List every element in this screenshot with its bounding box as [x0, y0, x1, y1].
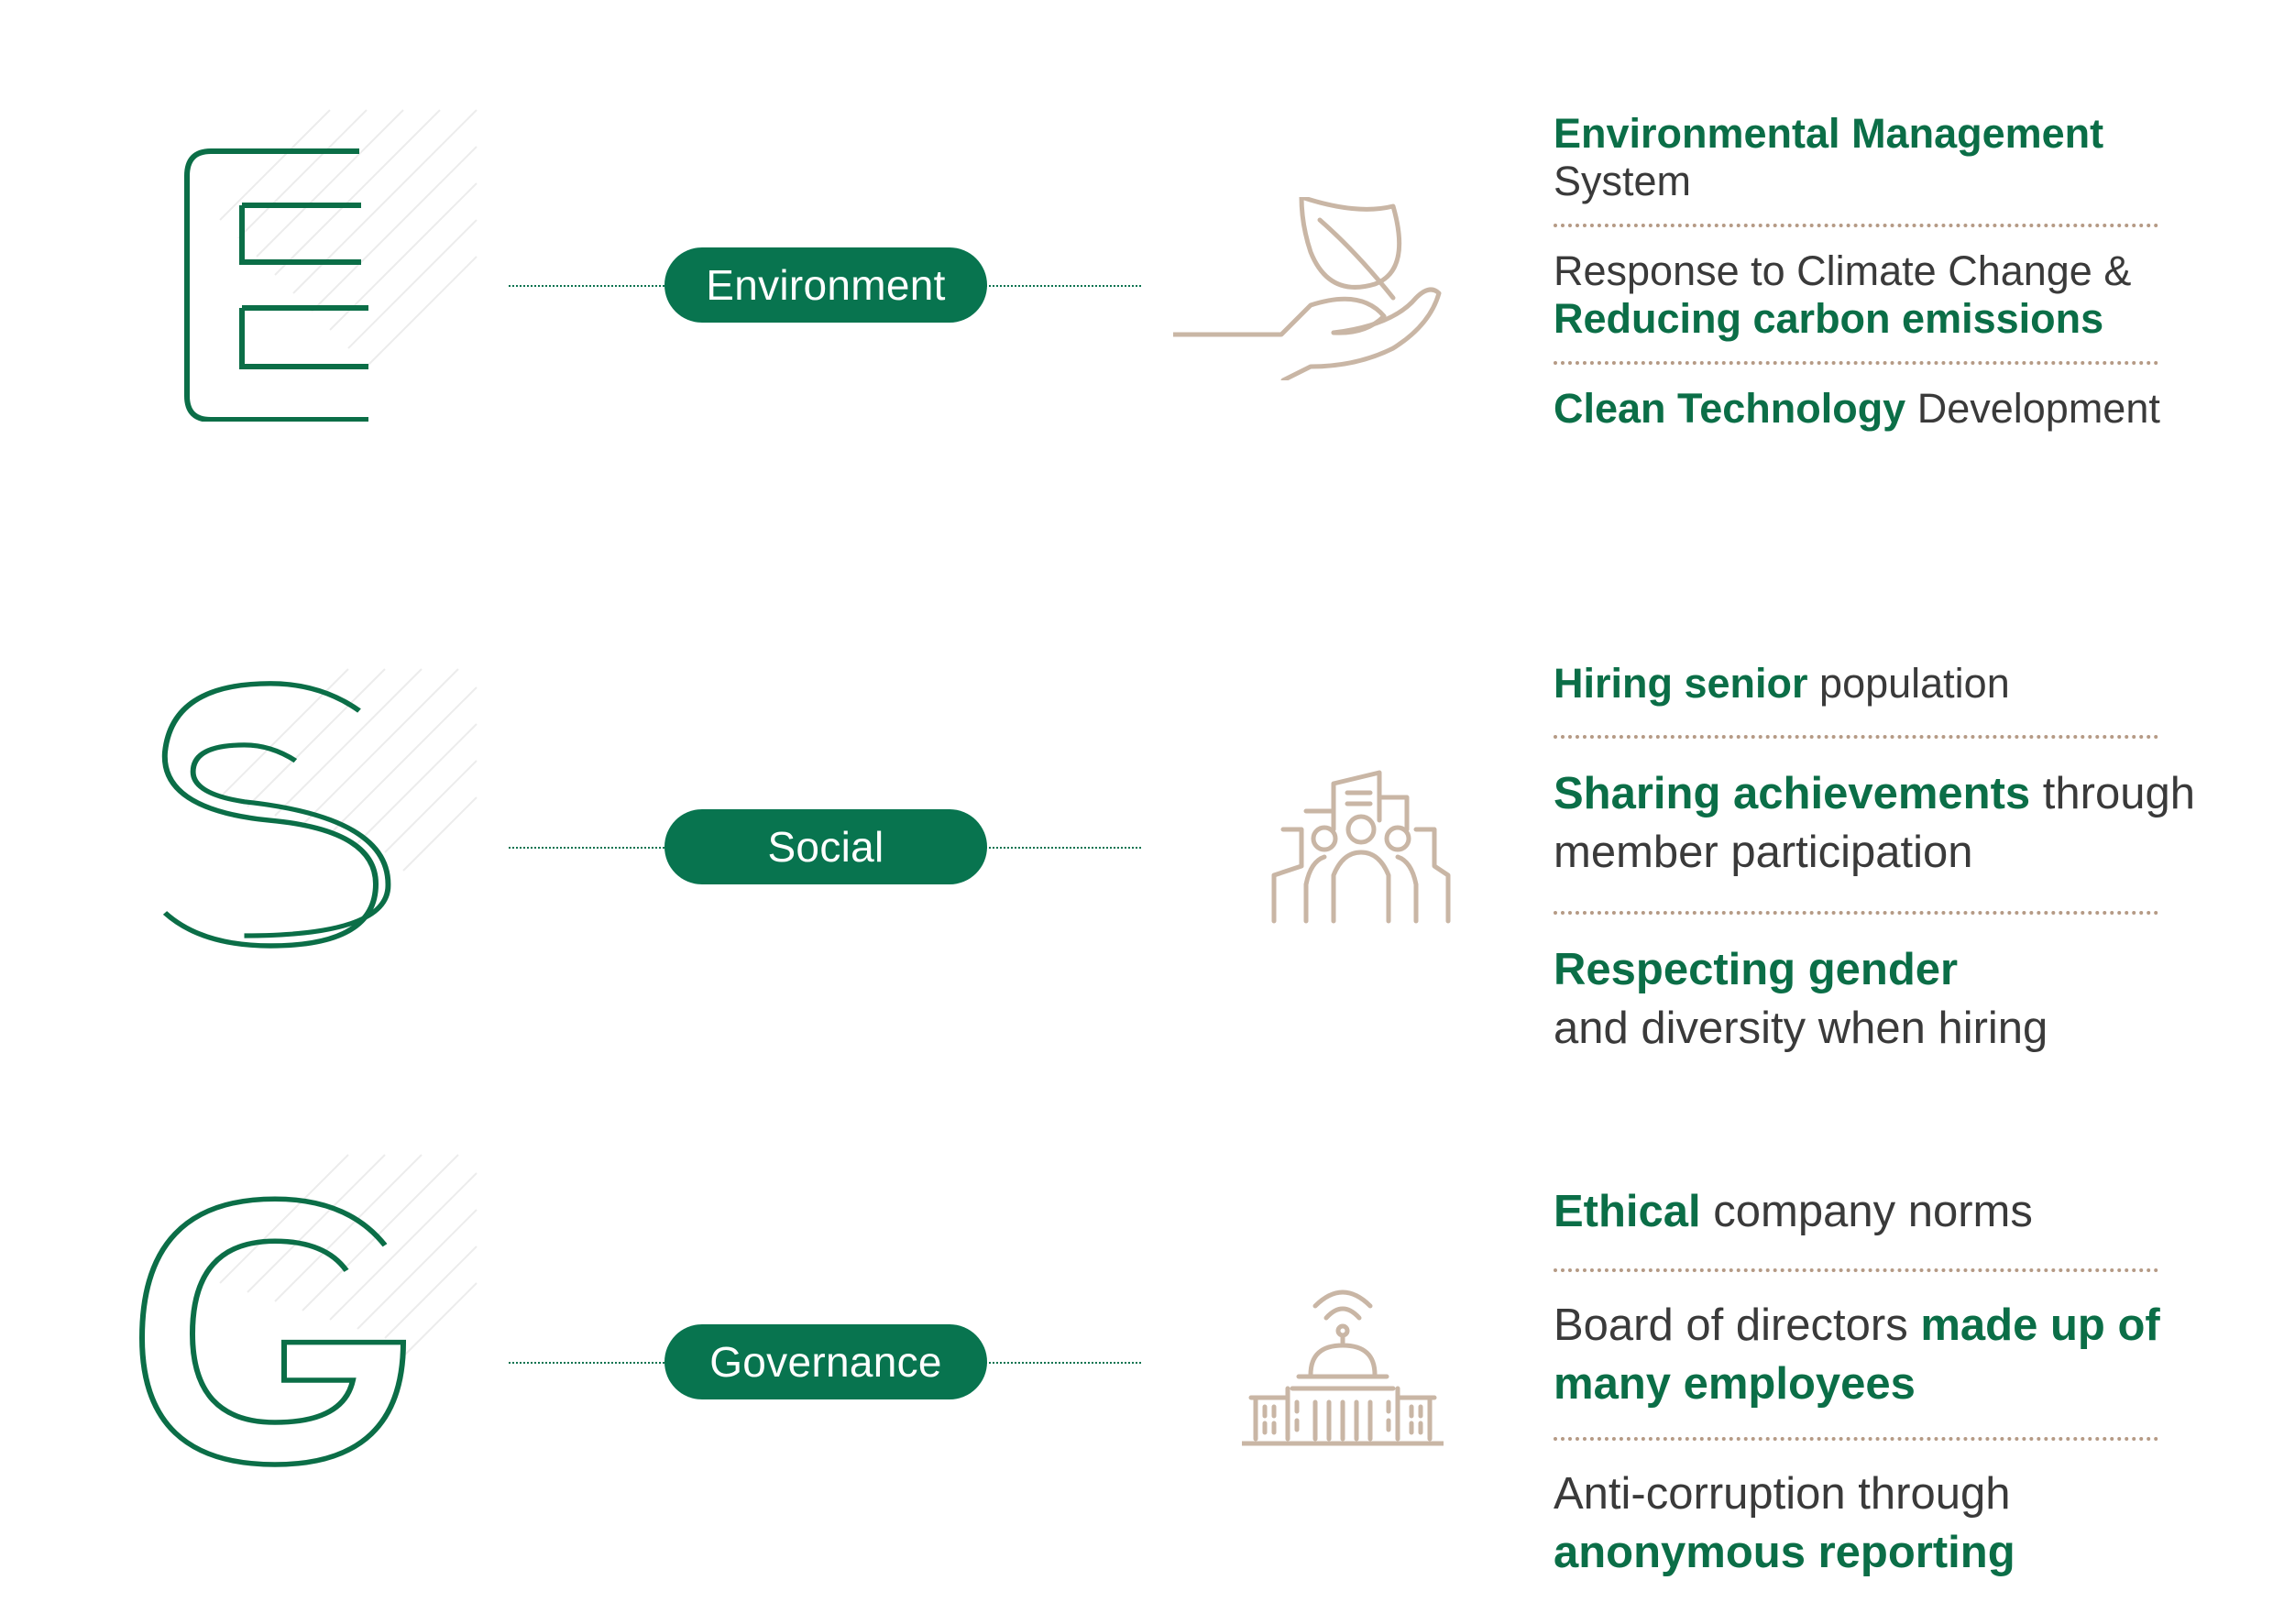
- item-env-clean-tech: Clean Technology Development: [1554, 385, 2160, 432]
- dotted-separator: [1554, 224, 2158, 227]
- svg-text:S: S: [110, 650, 111, 652]
- item-gov-board: Board of directors made up of many emplo…: [1554, 1300, 2160, 1409]
- environment-items: Environmental Management System Response…: [1554, 110, 2195, 433]
- government-building-icon: [1242, 1289, 1444, 1446]
- item-env-climate: Response to Climate Change & Reducing ca…: [1554, 247, 2132, 342]
- letter-e-outline: E: [184, 109, 478, 422]
- dotted-separator: [1554, 1437, 2158, 1441]
- item-gov-anticorruption: Anti-corruption through anonymous report…: [1554, 1469, 2015, 1577]
- social-items: Hiring senior population Sharing achieve…: [1554, 660, 2195, 1058]
- people-community-icon: [1271, 770, 1451, 924]
- svg-text:G: G: [110, 1136, 111, 1137]
- esg-row-social: S Social Hiring senior population Sharin…: [0, 632, 2273, 1063]
- item-env-management: Environmental Management System: [1554, 110, 2104, 204]
- pill-environment[interactable]: Environment: [664, 247, 987, 323]
- governance-items: Ethical company norms Board of directors…: [1554, 1182, 2195, 1582]
- item-gov-ethical: Ethical company norms: [1554, 1187, 2033, 1236]
- dotted-separator: [1554, 1268, 2158, 1272]
- esg-row-governance: G Governance Ethical company norms Board…: [0, 1136, 2273, 1577]
- item-social-sharing: Sharing achievements through member part…: [1554, 769, 2195, 877]
- item-social-gender: Respecting gender and diversity when hir…: [1554, 945, 2048, 1053]
- leaf-in-hand-icon: [1173, 197, 1442, 380]
- esg-row-environment: E Environment Environmental Management S…: [0, 73, 2273, 458]
- dotted-separator: [1554, 735, 2158, 739]
- letter-g-outline: G: [110, 1136, 478, 1467]
- pill-social[interactable]: Social: [664, 809, 987, 884]
- pill-governance[interactable]: Governance: [664, 1324, 987, 1399]
- dotted-separator: [1554, 361, 2158, 365]
- item-social-senior: Hiring senior population: [1554, 660, 2010, 707]
- letter-s-outline: S: [110, 650, 478, 949]
- dotted-separator: [1554, 911, 2158, 915]
